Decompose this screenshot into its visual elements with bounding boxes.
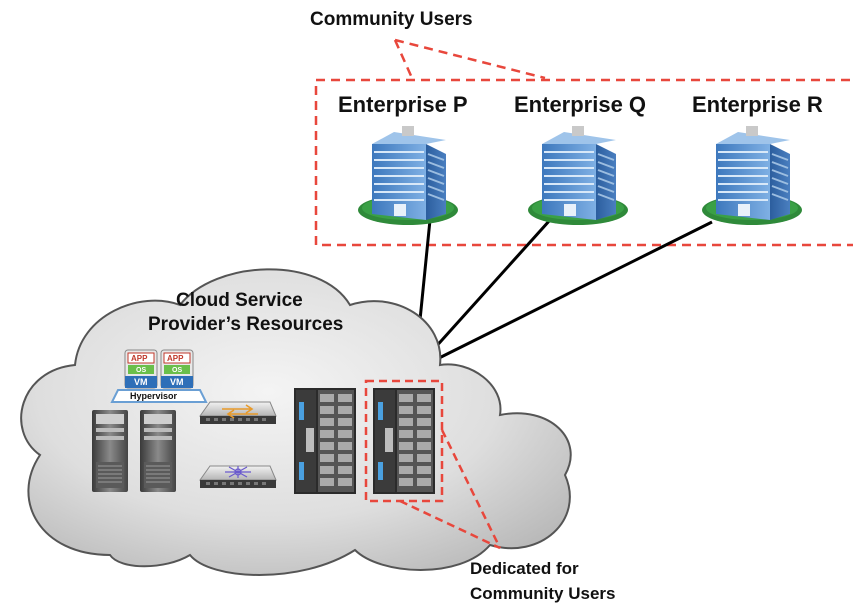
vm-2-label: VM (170, 377, 184, 387)
dedicated-callout (399, 429, 502, 550)
enterprise-r-label: Enterprise R (692, 92, 823, 117)
cloud-title-line2: Provider’s Resources (148, 314, 343, 335)
building-icon-enterprise-p (357, 125, 459, 226)
dedicated-boundary (364, 379, 444, 503)
server-icon-1 (91, 409, 129, 493)
vm-1-app-label: APP (131, 354, 148, 363)
dedicated-label-line1: Dedicated for (470, 559, 579, 578)
rack-icon-dedicated (373, 388, 435, 494)
switch-icon-1 (199, 401, 277, 425)
community-users-boundary (314, 78, 853, 247)
switch-icon-2 (199, 465, 277, 489)
community-title-callout (393, 38, 546, 80)
network-links (413, 218, 713, 372)
rack-icon-shared (294, 388, 356, 494)
dedicated-label-line2: Community Users (470, 584, 615, 603)
building-icon-enterprise-r (701, 125, 803, 226)
hypervisor-label: Hypervisor (130, 391, 178, 401)
vm-2: APP OS VM (160, 349, 194, 389)
cloud-title-line1: Cloud Service (176, 290, 303, 311)
enterprise-p-label: Enterprise P (338, 92, 468, 117)
enterprise-q-label: Enterprise Q (514, 92, 646, 117)
vm-1: APP OS VM (124, 349, 158, 389)
vm-1-os-label: OS (136, 367, 146, 374)
server-icon-2 (139, 409, 177, 493)
link-enterprise-r (414, 220, 713, 372)
building-icon-enterprise-q (527, 125, 629, 226)
vm-2-os-label: OS (172, 367, 182, 374)
vm-2-app-label: APP (167, 354, 184, 363)
hypervisor-stack: APP OS VM APP OS VM Hypervisor (110, 349, 208, 403)
vm-1-label: VM (134, 377, 148, 387)
community-users-title: Community Users (310, 9, 473, 30)
